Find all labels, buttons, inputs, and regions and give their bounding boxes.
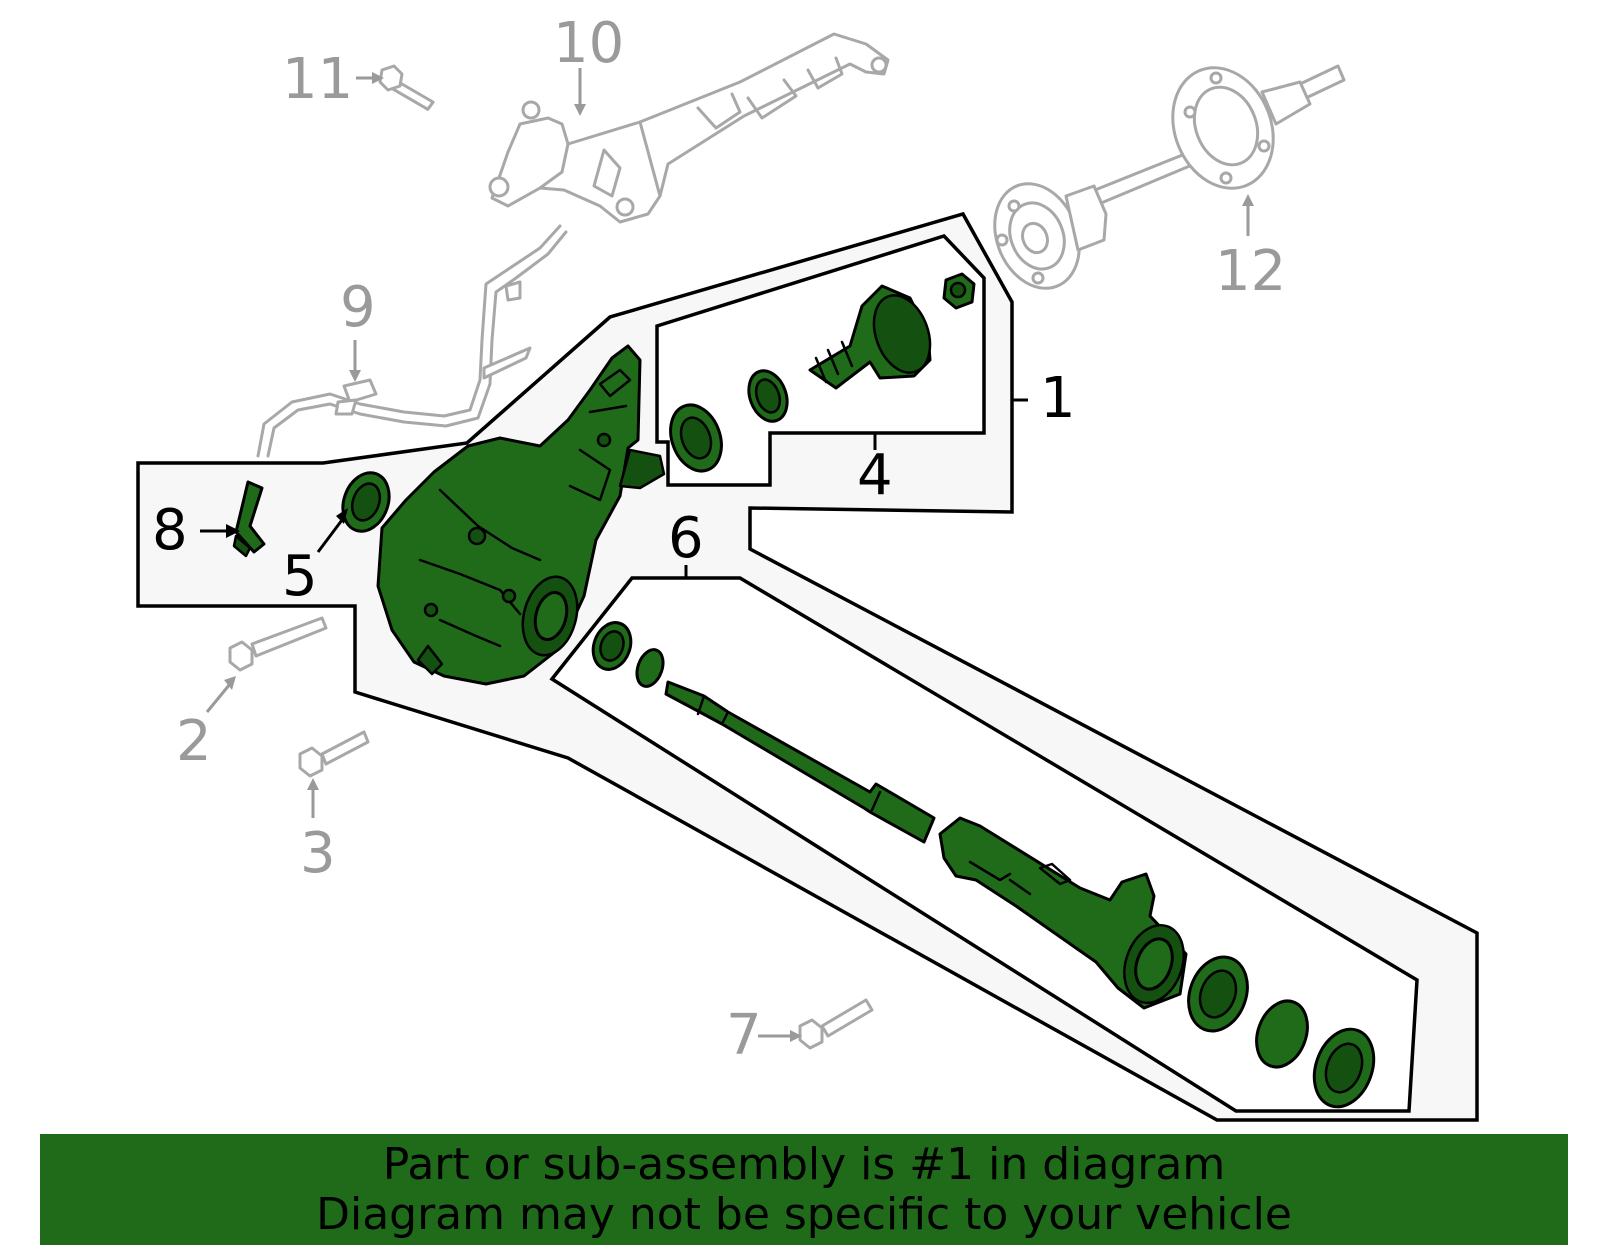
support-bracket-10 <box>488 32 890 224</box>
differential-housing <box>376 344 666 686</box>
callout-12: 12 <box>1215 239 1286 304</box>
vent-hose-9 <box>256 224 568 458</box>
callout-9: 9 <box>340 275 376 340</box>
bolt-3 <box>298 730 370 778</box>
callout-1: 1 <box>1040 366 1076 431</box>
notice-banner: Part or sub-assembly is #1 in diagram Di… <box>40 1134 1568 1245</box>
callout-7: 7 <box>726 1003 762 1068</box>
leader-lines <box>200 68 1254 1042</box>
pinion-parts-4 <box>669 272 976 473</box>
callout-2: 2 <box>176 709 212 774</box>
callout-6: 6 <box>668 506 704 571</box>
callout-5: 5 <box>282 544 318 609</box>
banner-line-2: Diagram may not be specific to your vehi… <box>316 1189 1292 1240</box>
bolt-2 <box>228 616 328 672</box>
callout-11: 11 <box>282 47 353 112</box>
axle-tube-parts-6 <box>591 621 1376 1109</box>
callout-3: 3 <box>300 821 336 886</box>
axle-shaft-12 <box>993 64 1346 290</box>
callout-8: 8 <box>152 498 188 563</box>
banner-line-1: Part or sub-assembly is #1 in diagram <box>382 1139 1226 1190</box>
seal-5 <box>341 471 391 533</box>
callout-10: 10 <box>553 11 624 76</box>
bolt-7 <box>798 998 874 1050</box>
bolt-11 <box>378 64 435 111</box>
callout-4: 4 <box>857 443 893 508</box>
